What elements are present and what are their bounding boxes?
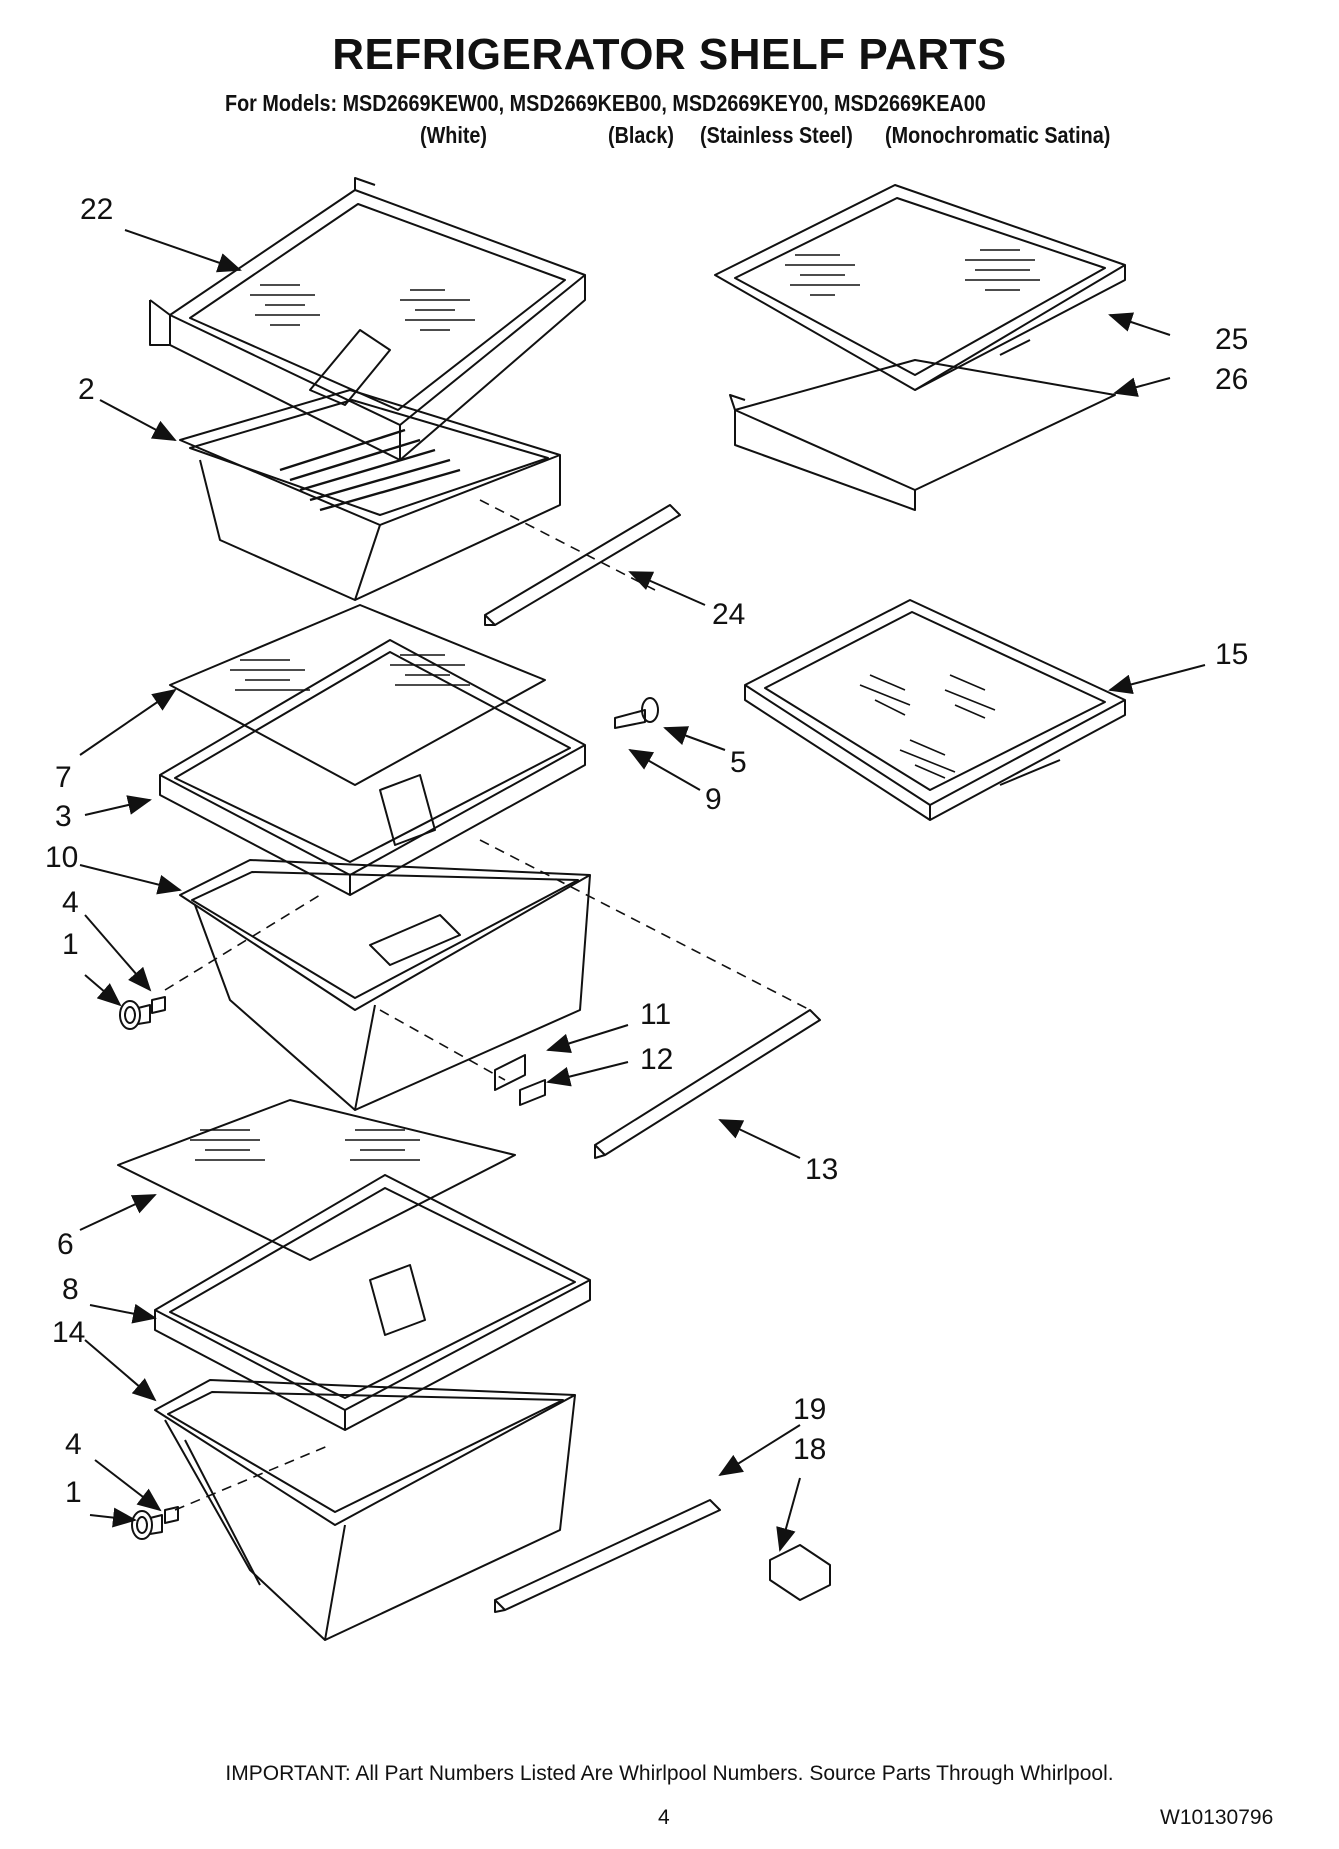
callout-22: 22 [80, 193, 114, 226]
callout-11: 11 [640, 998, 672, 1031]
callout-4-lower: 4 [65, 1428, 82, 1461]
variant-satina: (Monochromatic Satina) [885, 122, 1111, 148]
glass-panel-6 [117, 1099, 516, 1261]
wheel-1-upper [119, 1000, 151, 1030]
clip-12 [519, 1079, 546, 1106]
variant-white: (White) [420, 122, 488, 148]
callout-4-upper: 4 [62, 886, 79, 919]
callout-5: 5 [730, 746, 747, 779]
callout-25: 25 [1215, 323, 1249, 356]
callout-15: 15 [1215, 638, 1249, 671]
glass-shelf-15 [744, 599, 1126, 821]
callout-10: 10 [45, 841, 79, 874]
trim-24 [484, 504, 681, 626]
callout-6: 6 [57, 1228, 74, 1261]
callout-9: 9 [705, 783, 722, 816]
glass-panel-7 [169, 604, 546, 786]
trim-19 [494, 1499, 721, 1613]
cap-5 [614, 697, 659, 729]
axle-4-lower [164, 1506, 179, 1524]
shelf-rail-26 [729, 359, 1116, 511]
glass-shelf-25 [714, 184, 1126, 391]
callout-14: 14 [52, 1316, 86, 1349]
crisper-cover-3 [159, 639, 586, 896]
callout-3: 3 [55, 800, 72, 833]
callout-2: 2 [78, 373, 95, 406]
shelf-frame-22 [149, 177, 586, 461]
wheel-1-lower [131, 1510, 163, 1540]
callout-18: 18 [793, 1433, 827, 1466]
axle-4-upper [151, 996, 166, 1014]
callout-8: 8 [62, 1273, 79, 1306]
crisper-drawer-10 [179, 859, 591, 1111]
callout-19: 19 [793, 1393, 827, 1426]
trim-13 [594, 1009, 821, 1159]
callout-26: 26 [1215, 363, 1249, 396]
page-number: 4 [658, 1806, 670, 1829]
callout-13: 13 [805, 1153, 839, 1186]
crisper-drawer-14 [154, 1379, 576, 1641]
page-title: REFRIGERATOR SHELF PARTS [332, 30, 1007, 79]
clip-11 [494, 1054, 526, 1091]
crisper-drawer-2 [179, 389, 561, 601]
callout-24: 24 [712, 598, 746, 631]
callout-1-upper: 1 [62, 928, 79, 961]
callout-12: 12 [640, 1043, 674, 1076]
clip-18 [769, 1544, 831, 1601]
models-line: For Models: MSD2669KEW00, MSD2669KEB00, … [225, 90, 986, 116]
callout-7: 7 [55, 761, 72, 794]
callout-1-lower: 1 [65, 1476, 82, 1509]
important-note: IMPORTANT: All Part Numbers Listed Are W… [225, 1762, 1114, 1785]
variant-stainless: (Stainless Steel) [700, 122, 853, 148]
document-number: W10130796 [1160, 1806, 1274, 1829]
variant-black: (Black) [608, 122, 674, 148]
